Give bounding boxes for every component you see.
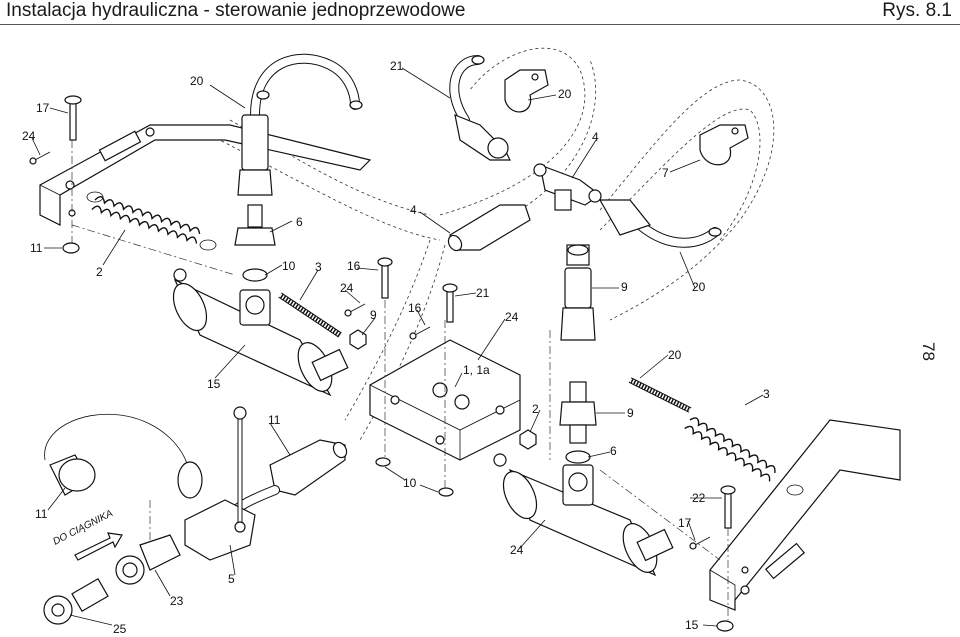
callout: 4 (592, 130, 599, 144)
threaded-rods (278, 292, 692, 413)
hose-top-left (250, 53, 363, 120)
callout: 3 (763, 387, 770, 401)
callout: 11 (35, 507, 48, 521)
leader-lines (31, 67, 764, 627)
callout: 9 (370, 308, 377, 322)
callout: 3 (315, 260, 322, 274)
callout: 23 (170, 594, 184, 608)
callout: 11 (30, 241, 43, 255)
callout: 9 (621, 280, 628, 294)
callout: 6 (610, 444, 617, 458)
centerlines (71, 140, 729, 620)
ball-valve (184, 406, 256, 561)
callout: 25 (113, 622, 127, 636)
fitting-right-vertical (560, 244, 596, 341)
dashed-hose-loops (199, 47, 775, 441)
callout: 20 (668, 348, 682, 362)
hose-right (635, 220, 722, 248)
callout: 11 (268, 413, 281, 427)
fitting-left-vertical (234, 114, 276, 282)
figure-reference: Rys. 8.1 (882, 0, 952, 21)
callout: 10 (403, 476, 417, 490)
hydraulic-cylinder-left (172, 268, 349, 397)
callout: 20 (190, 74, 204, 88)
callout: 10 (282, 259, 296, 273)
frame-bracket-right (709, 419, 901, 611)
clamp-upper (504, 69, 549, 113)
clamp-lower (699, 124, 749, 166)
callout: 16 (347, 259, 361, 273)
hydraulic-cylinder-right (493, 453, 674, 577)
callout: 9 (627, 406, 634, 420)
callout: 2 (96, 265, 103, 279)
callout: 21 (390, 59, 404, 73)
callout: 1, 1a (463, 363, 490, 377)
callout: 24 (505, 310, 519, 324)
washers (62, 242, 734, 632)
title-divider (0, 24, 960, 25)
callout: 24 (340, 281, 354, 295)
frame-bracket-left (39, 124, 372, 226)
tee-fitting (533, 163, 602, 211)
spring-right (684, 417, 804, 496)
callout: 17 (36, 101, 50, 115)
spring-left (86, 191, 217, 251)
callout: 20 (558, 87, 572, 101)
pins-and-cotters (29, 95, 736, 550)
hose-lower-left (225, 439, 348, 520)
callout: 24 (22, 129, 36, 143)
callout: 2 (532, 402, 539, 416)
callout: 6 (296, 215, 303, 229)
callout: 15 (685, 618, 699, 632)
fitting-top-middle (454, 114, 511, 161)
callout: 16 (408, 301, 422, 315)
coupler-assembly (43, 413, 203, 625)
direction-arrow (74, 532, 123, 561)
hose-top-middle (449, 55, 485, 125)
callout: 21 (476, 286, 490, 300)
callout: 17 (678, 516, 692, 530)
callout: 15 (207, 377, 221, 391)
callout: 4 (410, 203, 417, 217)
fitting-center-hose (447, 204, 531, 252)
callout: 22 (692, 491, 706, 505)
callout: 20 (692, 280, 706, 294)
page-title: Instalacja hydrauliczna - sterowanie jed… (6, 0, 466, 21)
fitting-right-elbow (598, 199, 652, 236)
callout: 5 (228, 572, 235, 586)
callout: 24 (510, 543, 524, 557)
fitting-right-lower (559, 381, 597, 464)
callout: 7 (662, 166, 669, 180)
